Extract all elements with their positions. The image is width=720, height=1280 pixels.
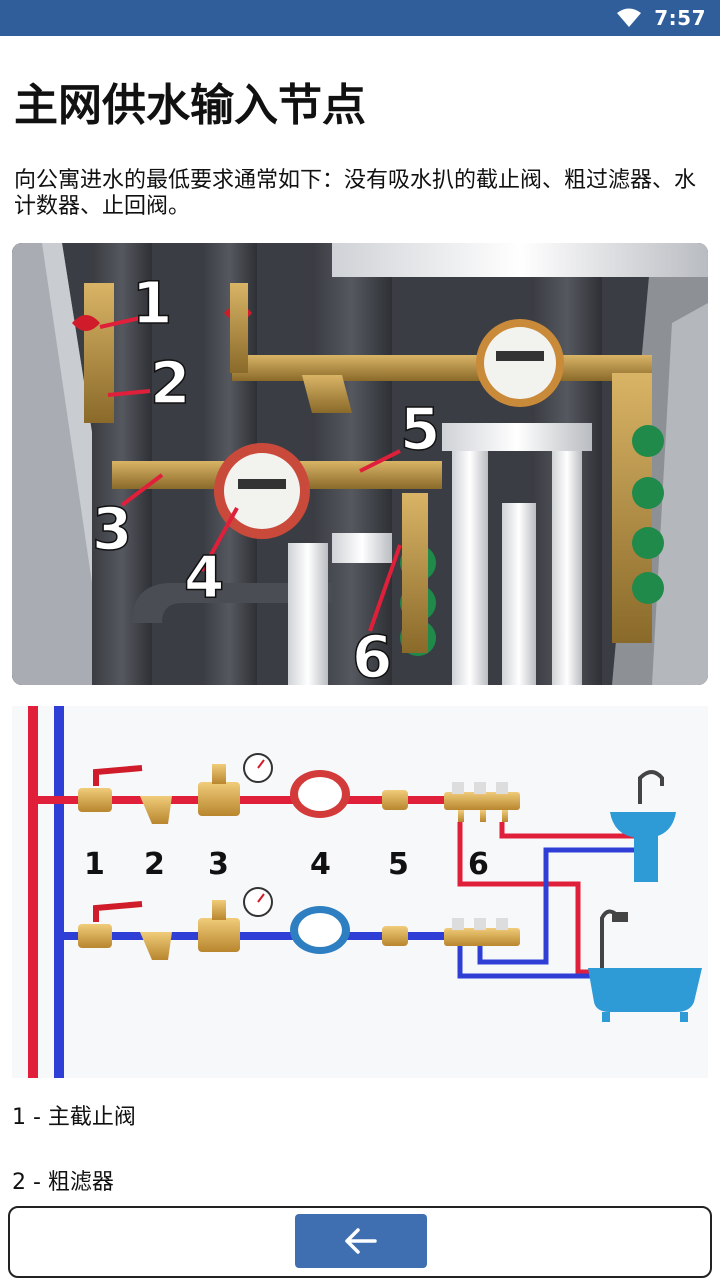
diagram-number-5: 5	[388, 847, 409, 882]
plumbing-diagram: 1 2 3 4 5 6	[12, 706, 708, 1078]
back-button[interactable]	[295, 1214, 427, 1268]
diagram-number-1: 1	[84, 847, 105, 882]
article-content[interactable]: 主网供水输入节点 向公寓进水的最低要求通常如下：没有吸水扒的截止阀、粗过滤器、水…	[0, 36, 720, 1206]
diagram-number-4: 4	[310, 847, 331, 882]
diagram-number-3: 3	[208, 847, 229, 882]
status-time: 7:57	[654, 6, 706, 30]
bottom-bar	[8, 1206, 712, 1278]
plumbing-photo: 1 2 3 4 5 6	[12, 243, 708, 685]
photo-label-2: 2	[150, 349, 190, 417]
legend-item-1: 1 - 主截止阀	[12, 1105, 136, 1130]
photo-label-4: 4	[184, 543, 224, 611]
page-title: 主网供水输入节点	[14, 80, 366, 131]
arrow-left-icon	[345, 1228, 377, 1254]
intro-text: 向公寓进水的最低要求通常如下：没有吸水扒的截止阀、粗过滤器、水计数器、止回阀。	[14, 168, 697, 219]
diagram-number-2: 2	[144, 847, 165, 882]
photo-label-6: 6	[352, 623, 392, 685]
photo-label-3: 3	[92, 495, 132, 563]
wifi-icon	[616, 8, 642, 28]
legend-item-2: 2 - 粗滤器	[12, 1170, 114, 1195]
status-bar: 7:57	[0, 0, 720, 36]
photo-label-5: 5	[400, 395, 440, 463]
diagram-number-6: 6	[468, 847, 489, 882]
photo-label-1: 1	[132, 269, 172, 337]
